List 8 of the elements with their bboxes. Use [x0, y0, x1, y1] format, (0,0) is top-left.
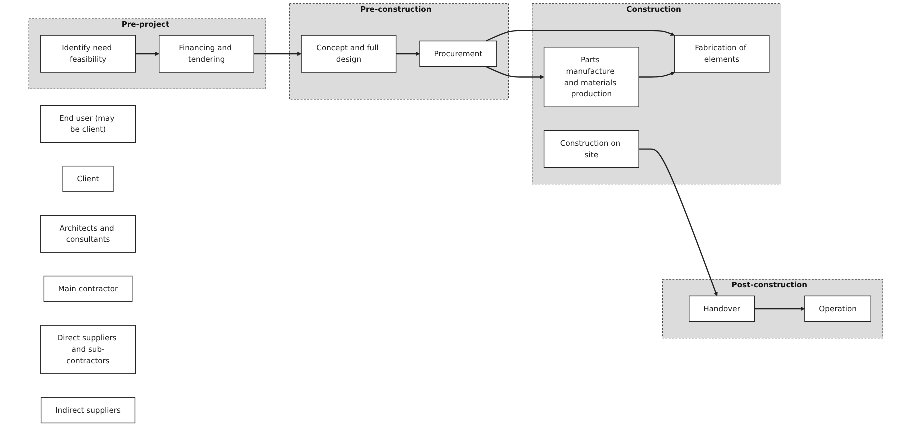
arrow — [486, 30, 676, 42]
arrow — [136, 52, 160, 56]
arrow — [396, 52, 420, 56]
arrow — [254, 52, 302, 56]
arrow — [486, 66, 544, 80]
arrow — [639, 148, 718, 296]
arrow — [639, 72, 676, 78]
arrow — [754, 306, 806, 312]
